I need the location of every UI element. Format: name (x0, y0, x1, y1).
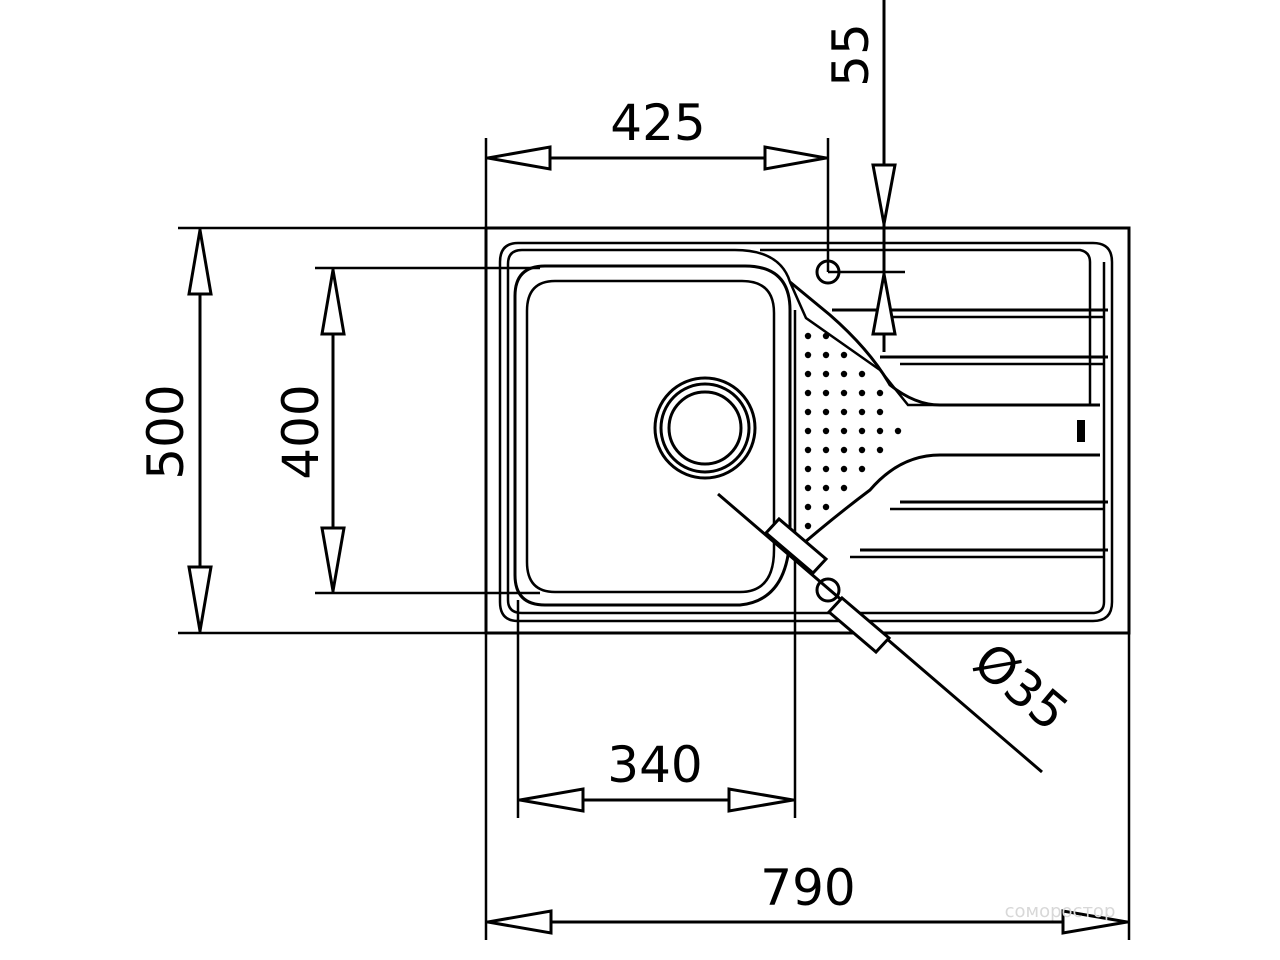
perforation-dot (894, 427, 902, 435)
perforation-dot (876, 389, 884, 397)
perforation-dot (876, 427, 884, 435)
arrow-up-icon (320, 269, 346, 336)
perforation-dot (804, 408, 812, 416)
perforation-dot (822, 427, 830, 435)
bowl-outer (513, 264, 792, 607)
arrow-down-icon (320, 526, 346, 592)
perforation-dot (858, 408, 866, 416)
sink-rim (498, 241, 1114, 623)
drain-outer-ring (653, 376, 757, 480)
dimension-label-340: 340 (607, 736, 702, 794)
dimension-340: 340 (516, 310, 797, 818)
dimension-label-790: 790 (760, 859, 855, 917)
arrow-down-icon (187, 565, 213, 632)
drainboard-ribs (832, 308, 1108, 559)
perforation-dot (858, 370, 866, 378)
drain-inner-ring (667, 390, 743, 466)
perforation-dot (858, 427, 866, 435)
perforation-dot (876, 446, 884, 454)
arrow-leader-icon (763, 516, 829, 576)
perforation-dot (804, 351, 812, 359)
perforation-dot (804, 503, 812, 511)
perforation-dot (822, 389, 830, 397)
watermark-text: соморостор (1005, 901, 1116, 922)
perforation-dot (804, 484, 812, 492)
sink-outer-edge (484, 226, 1131, 635)
perforation-dot (858, 465, 866, 473)
drain-middle-ring (659, 382, 751, 474)
dimension-55: 55 (822, 0, 905, 352)
drain-outlet (653, 376, 757, 480)
perforation-dot (804, 370, 812, 378)
perforation-dot (840, 465, 848, 473)
dimension-500: 500 (137, 226, 486, 635)
dimension-label-425: 425 (610, 94, 705, 152)
perforation-dot (840, 389, 848, 397)
perforation-dot (804, 522, 812, 530)
perforation-dot (822, 446, 830, 454)
dimension-425: 425 (484, 94, 830, 272)
perforation-dot (840, 484, 848, 492)
tap-hole-bottom (815, 577, 841, 603)
perforation-dot (840, 408, 848, 416)
perforation-dot (804, 427, 812, 435)
dimension-label-55: 55 (822, 23, 880, 87)
perforation-dot (876, 408, 884, 416)
arrow-right-icon (763, 145, 827, 171)
dimension-400: 400 (272, 266, 540, 595)
perforation-dot (858, 446, 866, 454)
perforation-dot (840, 427, 848, 435)
arrow-leader-icon (826, 595, 892, 655)
drainboard-edge (789, 280, 1100, 557)
strainer-perforations (804, 332, 902, 530)
arrow-up-icon (187, 229, 213, 296)
perforation-dot (804, 465, 812, 473)
arrow-left-icon (519, 787, 585, 813)
sink-outline (484, 226, 1131, 635)
perforation-dot (822, 370, 830, 378)
perforation-dot (822, 351, 830, 359)
dimension-790: 790 (484, 633, 1131, 940)
overflow-slot (1077, 420, 1085, 442)
perforation-dot (822, 503, 830, 511)
perforation-dot (840, 370, 848, 378)
perforation-dot (822, 332, 830, 340)
perforation-dot (804, 332, 812, 340)
bowl-inner (525, 279, 776, 594)
dimension-label-400: 400 (272, 384, 330, 479)
arrow-up-icon (871, 273, 897, 336)
arrow-right-icon (1061, 909, 1128, 935)
perforation-dot (804, 446, 812, 454)
perforation-dot (822, 465, 830, 473)
arrow-left-icon (487, 909, 553, 935)
arrow-right-icon (727, 787, 794, 813)
dimension-label-diameter: Ø35 (963, 632, 1079, 743)
perforation-dot (840, 446, 848, 454)
perforation-dot (804, 389, 812, 397)
perforation-dot (822, 484, 830, 492)
perforation-dot (822, 408, 830, 416)
arrow-left-icon (487, 145, 552, 171)
perforation-dot (840, 351, 848, 359)
dimension-label-500: 500 (137, 384, 195, 479)
perforation-dot (858, 389, 866, 397)
arrow-down-icon (871, 163, 897, 225)
